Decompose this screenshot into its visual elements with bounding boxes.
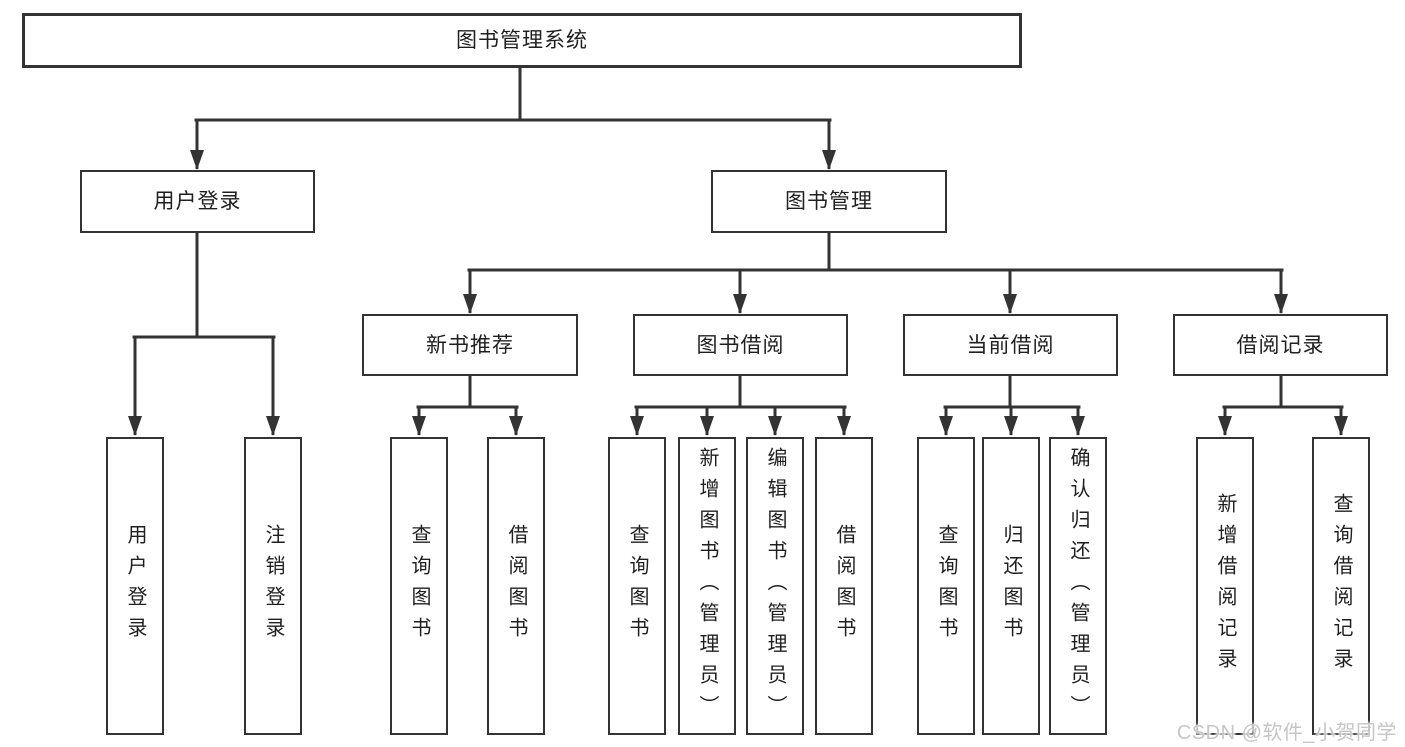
leaf-edit-book-admin-label: 编辑图书（管理员） <box>764 446 786 726</box>
node-book-borrowing: 图书借阅 <box>633 314 848 376</box>
leaf-query-books-current-label: 查询图书 <box>935 524 957 648</box>
leaf-confirm-return-admin: 确认归还（管理员） <box>1049 437 1107 735</box>
leaf-borrow-books-borrowing: 借阅图书 <box>815 437 873 735</box>
leaf-return-books: 归还图书 <box>982 437 1040 735</box>
leaf-user-login: 用户登录 <box>106 437 164 735</box>
leaf-query-borrow-record-label: 查询借阅记录 <box>1330 493 1352 679</box>
leaf-query-books-borrowing: 查询图书 <box>608 437 666 735</box>
leaf-add-book-admin-label: 新增图书（管理员） <box>696 446 718 726</box>
leaf-confirm-return-admin-label: 确认归还（管理员） <box>1067 446 1089 726</box>
leaf-query-books-current: 查询图书 <box>917 437 975 735</box>
leaf-borrow-books-recommend: 借阅图书 <box>487 437 545 735</box>
node-current-borrowing: 当前借阅 <box>903 314 1118 376</box>
leaf-borrow-books-recommend-label: 借阅图书 <box>505 524 527 648</box>
node-book-management-label: 图书管理 <box>785 190 873 213</box>
node-book-borrowing-label: 图书借阅 <box>696 333 785 357</box>
node-root-system: 图书管理系统 <box>22 13 1022 68</box>
leaf-logout-label: 注销登录 <box>262 524 284 648</box>
leaf-add-book-admin: 新增图书（管理员） <box>678 437 736 735</box>
leaf-logout: 注销登录 <box>244 437 302 735</box>
node-current-borrowing-label: 当前借阅 <box>966 333 1055 357</box>
node-book-management: 图书管理 <box>711 170 947 233</box>
node-new-book-recommendation: 新书推荐 <box>362 314 578 376</box>
node-borrowing-records: 借阅记录 <box>1173 314 1388 376</box>
tree-rails <box>132 66 1344 409</box>
leaf-return-books-label: 归还图书 <box>1000 524 1022 648</box>
node-borrowing-records-label: 借阅记录 <box>1236 333 1325 357</box>
node-user-login: 用户登录 <box>80 170 315 233</box>
leaf-add-borrow-record-label: 新增借阅记录 <box>1214 493 1236 679</box>
leaf-query-books-recommend-label: 查询图书 <box>408 524 430 648</box>
leaf-add-borrow-record: 新增借阅记录 <box>1196 437 1254 735</box>
leaf-user-login-label: 用户登录 <box>124 524 146 648</box>
csdn-watermark: CSDN @软件_小贺同学 <box>1176 722 1397 744</box>
node-user-login-label: 用户登录 <box>153 190 242 213</box>
leaf-borrow-books-borrowing-label: 借阅图书 <box>833 524 855 648</box>
node-root-label: 图书管理系统 <box>456 29 588 52</box>
leaf-query-books-borrowing-label: 查询图书 <box>626 524 648 648</box>
node-new-book-label: 新书推荐 <box>426 333 514 357</box>
leaf-edit-book-admin: 编辑图书（管理员） <box>746 437 804 735</box>
leaf-query-books-recommend: 查询图书 <box>390 437 448 735</box>
leaf-query-borrow-record: 查询借阅记录 <box>1312 437 1370 735</box>
tree-arrows <box>128 120 1348 436</box>
